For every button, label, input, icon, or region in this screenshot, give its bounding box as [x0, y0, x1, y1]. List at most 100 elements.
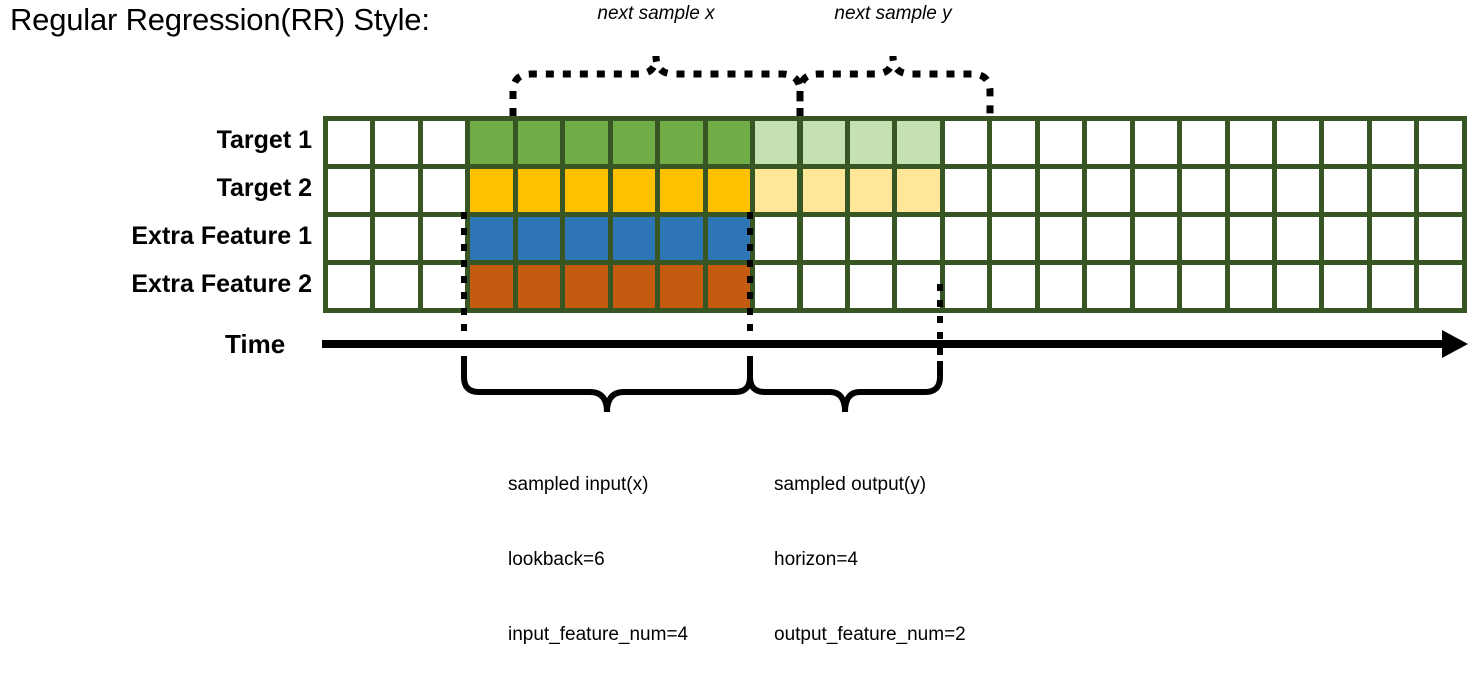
timeline-cell-empty [944, 217, 988, 260]
timeline-cell-empty [1419, 121, 1462, 164]
timeline-cell-output [802, 169, 845, 212]
timeline-cell-empty [1182, 121, 1225, 164]
timeline-cell-empty [422, 169, 466, 212]
timeline-grid [323, 116, 1467, 313]
timeline-cell-empty [944, 169, 988, 212]
timeline-cell-empty [755, 265, 798, 308]
timeline-cell-empty [1087, 265, 1130, 308]
timeline-cell-empty [1419, 265, 1462, 308]
timeline-cell-empty [1039, 265, 1083, 308]
timeline-cell-input [470, 121, 513, 164]
timeline-cell-empty [802, 265, 845, 308]
timeline-cell-empty [1087, 169, 1130, 212]
timeline-cell-empty [1277, 121, 1320, 164]
caption-output-line-2: horizon=4 [774, 549, 858, 570]
page-title: Regular Regression(RR) Style: [10, 2, 430, 37]
timeline-cell-output [849, 121, 893, 164]
annotation-next-sample-x: next sample x [597, 3, 715, 24]
timeline-cell-empty [1087, 217, 1130, 260]
timeline-cell-empty [897, 265, 940, 308]
timeline-cell-input [565, 265, 608, 308]
timeline-cell-input [470, 169, 513, 212]
timeline-cell-empty [1229, 169, 1272, 212]
caption-output-line-1: sampled output(y) [774, 474, 927, 495]
timeline-cell-input [660, 265, 703, 308]
timeline-cell-empty [1324, 217, 1367, 260]
timeline-cell-empty [375, 169, 418, 212]
timeline-cell-empty [1134, 121, 1178, 164]
timeline-cell-empty [849, 217, 893, 260]
timeline-cell-empty [897, 217, 940, 260]
timeline-cell-empty [328, 217, 371, 260]
timeline-cell-output [802, 121, 845, 164]
timeline-row [323, 212, 1467, 260]
timeline-cell-empty [1229, 217, 1272, 260]
timeline-cell-input [517, 217, 561, 260]
timeline-cell-empty [375, 265, 418, 308]
timeline-cell-input [565, 121, 608, 164]
caption-sampled-output: sampled output(y) horizon=4 output_featu… [774, 422, 966, 697]
timeline-cell-empty [422, 265, 466, 308]
timeline-cell-empty [1277, 265, 1320, 308]
diagram-canvas: Regular Regression(RR) Style: next sampl… [10, 2, 1468, 645]
timeline-cell-input [470, 217, 513, 260]
timeline-cell-empty [1134, 169, 1178, 212]
time-axis-label: Time [225, 329, 286, 359]
timeline-cell-input [612, 169, 656, 212]
timeline-cell-output [897, 121, 940, 164]
caption-input-line-1: sampled input(x) [508, 474, 649, 495]
timeline-cell-input [707, 169, 751, 212]
timeline-cell-empty [992, 121, 1035, 164]
timeline-cell-empty [1229, 121, 1272, 164]
timeline-cell-output [897, 169, 940, 212]
caption-input-line-3: input_feature_num=4 [508, 624, 689, 645]
timeline-cell-empty [1277, 217, 1320, 260]
caption-input-line-2: lookback=6 [508, 549, 605, 570]
timeline-cell-input [612, 265, 656, 308]
caption-sampled-input: sampled input(x) lookback=6 input_featur… [508, 422, 688, 697]
timeline-cell-output [849, 169, 893, 212]
timeline-cell-input [470, 265, 513, 308]
dotted-brace-next-sample-y [796, 55, 994, 116]
timeline-cell-empty [328, 121, 371, 164]
timeline-cell-input [707, 121, 751, 164]
timeline-row [323, 116, 1467, 164]
timeline-cell-empty [422, 121, 466, 164]
row-label-extra-feature-1: Extra Feature 1 [131, 222, 312, 250]
timeline-cell-empty [1324, 169, 1367, 212]
timeline-cell-empty [1134, 265, 1178, 308]
timeline-cell-input [612, 217, 656, 260]
solid-brace-sampled-output [747, 361, 943, 413]
timeline-cell-output [755, 169, 798, 212]
timeline-cell-empty [1371, 265, 1415, 308]
timeline-cell-input [707, 265, 751, 308]
timeline-row [323, 164, 1467, 212]
timeline-cell-empty [944, 121, 988, 164]
timeline-cell-empty [992, 217, 1035, 260]
timeline-cell-empty [1419, 217, 1462, 260]
timeline-cell-empty [1039, 121, 1083, 164]
timeline-cell-empty [1087, 121, 1130, 164]
timeline-cell-empty [1419, 169, 1462, 212]
timeline-cell-empty [992, 265, 1035, 308]
timeline-cell-input [707, 217, 751, 260]
timeline-cell-empty [328, 265, 371, 308]
timeline-cell-empty [328, 169, 371, 212]
caption-output-line-3: output_feature_num=2 [774, 624, 966, 645]
timeline-cell-input [517, 121, 561, 164]
timeline-cell-empty [849, 265, 893, 308]
dotted-brace-next-sample-x [509, 55, 804, 116]
timeline-cell-input [660, 217, 703, 260]
timeline-cell-input [517, 169, 561, 212]
timeline-cell-empty [992, 169, 1035, 212]
timeline-cell-empty [1039, 217, 1083, 260]
timeline-cell-empty [1039, 169, 1083, 212]
timeline-cell-input [565, 169, 608, 212]
timeline-cell-empty [1182, 169, 1225, 212]
timeline-cell-empty [375, 121, 418, 164]
timeline-cell-empty [1324, 265, 1367, 308]
timeline-cell-empty [1371, 217, 1415, 260]
timeline-cell-empty [422, 217, 466, 260]
timeline-cell-input [517, 265, 561, 308]
timeline-cell-input [612, 121, 656, 164]
